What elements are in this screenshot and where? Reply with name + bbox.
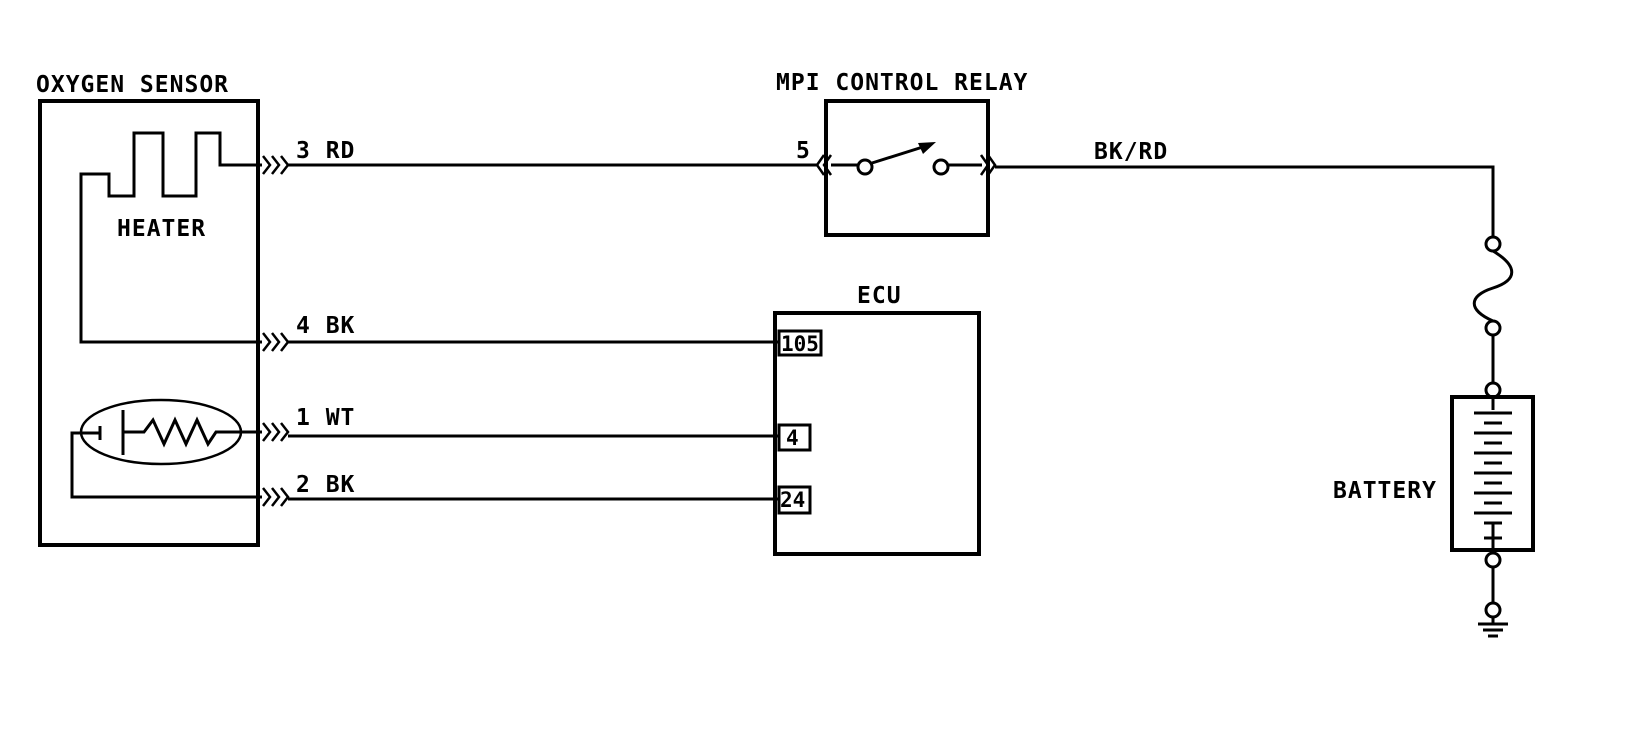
heater-label: HEATER xyxy=(117,216,206,242)
relay-pin-5-label: 5 xyxy=(796,138,811,164)
wire-bk-rd xyxy=(995,165,1495,237)
ecu: ECU 105 4 24 xyxy=(773,283,981,556)
wire-2-bk-label: 2 BK xyxy=(296,472,355,498)
battery-label: BATTERY xyxy=(1333,478,1437,504)
mpi-control-relay: MPI CONTROL RELAY 5 xyxy=(776,70,1028,237)
connector-marks xyxy=(262,155,290,507)
connector-pin-3 xyxy=(262,155,290,175)
wire-3-rd-label: 3 RD xyxy=(296,138,355,164)
ecu-box xyxy=(773,311,981,556)
fuse xyxy=(1472,235,1514,410)
battery-cells xyxy=(1474,411,1512,540)
ecu-pin-24-label: 24 xyxy=(780,488,805,512)
oxygen-sensor: OXYGEN SENSOR HEATER xyxy=(36,72,262,547)
ecu-pin-24 xyxy=(777,485,812,515)
wire-4-bk-label: 4 BK xyxy=(296,313,355,339)
connector-pin-1 xyxy=(262,422,290,442)
battery: BATTERY xyxy=(1333,395,1535,619)
ecu-pin-4 xyxy=(777,423,812,452)
ecu-label: ECU xyxy=(857,283,902,309)
connector-pin-4 xyxy=(262,332,290,352)
connector-pin-2 xyxy=(262,487,290,507)
relay-contact-left xyxy=(856,158,874,176)
ecu-pin-4-label: 4 xyxy=(786,426,799,450)
relay-contact-right xyxy=(932,158,950,176)
wire-bk-rd-label: BK/RD xyxy=(1094,139,1168,165)
relay-switch-arm xyxy=(871,144,927,165)
ground-icon xyxy=(1478,617,1508,638)
wire-1-wt-label: 1 WT xyxy=(296,405,355,431)
ecu-pin-105 xyxy=(777,329,823,357)
oxygen-sensor-box xyxy=(38,99,260,547)
relay-connector-left xyxy=(815,154,833,176)
relay-box xyxy=(824,99,990,237)
sensor-element xyxy=(70,398,262,499)
relay-label: MPI CONTROL RELAY xyxy=(776,70,1028,96)
relay-connector-right xyxy=(979,154,997,176)
heater-element xyxy=(79,131,262,344)
ecu-pin-105-label: 105 xyxy=(781,332,819,356)
relay-switch-arrow xyxy=(918,142,936,154)
oxygen-sensor-label: OXYGEN SENSOR xyxy=(36,72,229,98)
